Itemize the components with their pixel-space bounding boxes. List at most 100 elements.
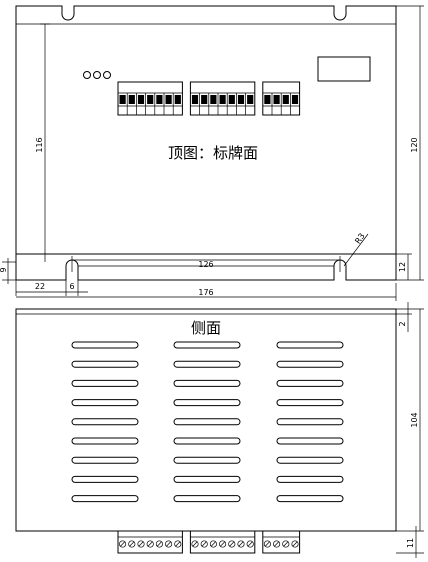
vent-slot (71, 418, 139, 426)
terminal-pin (156, 95, 163, 104)
terminal-pin (174, 95, 181, 104)
terminal-pin (191, 95, 199, 104)
dim-176: 176 (16, 283, 397, 301)
terminal-pin (128, 95, 135, 104)
vent-slot (276, 495, 344, 503)
connector-block (189, 530, 256, 554)
screw-icon (128, 540, 136, 548)
dim-104-label: 104 (410, 412, 419, 427)
terminal-pin (273, 95, 280, 104)
dim-120: 120 (396, 5, 424, 280)
screw-icon (119, 540, 127, 548)
side-view: 侧面 2 104 11 (15, 302, 424, 558)
terminal-block (262, 81, 301, 116)
dim-r3: R3 (343, 232, 369, 267)
terminal-pin (291, 95, 299, 104)
vent-slot (173, 495, 241, 503)
vent-slot (173, 360, 241, 368)
side-view-title: 侧面 (191, 319, 221, 337)
dim-11-label: 11 (406, 538, 415, 548)
screw-icon (137, 540, 145, 548)
screw-icon (219, 540, 227, 548)
screw-icon (291, 540, 299, 548)
screw-icon (174, 540, 182, 548)
dim-9-label: 9 (0, 267, 8, 272)
vent-slot (276, 475, 344, 483)
vent-slots (71, 341, 344, 503)
side-connectors (117, 530, 301, 554)
terminal-pin (147, 95, 154, 104)
dim-2-label: 2 (398, 321, 407, 326)
terminal-pin (165, 95, 172, 104)
screw-icon (191, 540, 199, 548)
dim-22-and-6: 22 6 (15, 270, 88, 296)
screw-icon (155, 540, 163, 548)
connector-block (117, 530, 183, 554)
vent-slot (71, 437, 139, 445)
screw-icon (237, 540, 245, 548)
led-icon (103, 71, 111, 79)
dim-12-label: 12 (398, 262, 407, 272)
vent-slot (173, 437, 241, 445)
vent-slot (276, 341, 344, 349)
screw-icon (209, 540, 217, 548)
vent-slot (173, 475, 241, 483)
vent-slot (173, 379, 241, 387)
terminal-pin (247, 95, 254, 104)
terminal-blocks (117, 81, 301, 116)
vent-slot (276, 379, 344, 387)
vent-slot (71, 379, 139, 387)
terminal-pin (264, 95, 271, 104)
vent-slot (71, 399, 139, 407)
vent-slot (276, 360, 344, 368)
vent-slot (276, 456, 344, 464)
screw-icon (165, 540, 173, 548)
dim-22-label: 22 (35, 282, 45, 291)
vent-slot (71, 456, 139, 464)
dim-11: 11 (396, 526, 424, 558)
led-icon (93, 71, 101, 79)
screw-icon (263, 540, 271, 548)
terminal-block (117, 81, 183, 116)
top-view-title: 顶图：标牌面 (168, 144, 258, 162)
dim-120-label: 120 (410, 137, 419, 152)
vent-slot (276, 437, 344, 445)
terminal-pin (210, 95, 217, 104)
terminal-block (189, 81, 256, 116)
vent-slot (173, 399, 241, 407)
vent-slot (71, 360, 139, 368)
vent-slot (276, 399, 344, 407)
connector-block (262, 530, 301, 554)
terminal-pin (119, 95, 126, 104)
vent-slot (71, 341, 139, 349)
dim-104: 104 (396, 309, 424, 532)
label-plate (317, 56, 371, 82)
screw-icon (200, 540, 208, 548)
vent-slot (173, 456, 241, 464)
dim-12: 12 (396, 253, 424, 281)
dim-r3-label: R3 (353, 232, 366, 246)
screw-icon (246, 540, 254, 548)
indicator-leds (83, 71, 111, 79)
vent-slot (173, 418, 241, 426)
screw-icon (146, 540, 154, 548)
terminal-pin (137, 95, 145, 104)
vent-slot (276, 418, 344, 426)
dim-116-label: 116 (35, 137, 44, 152)
screw-icon (282, 540, 290, 548)
dim-126-label: 126 (198, 260, 213, 269)
top-view: 顶图：标牌面 116 120 12 9 (0, 5, 424, 301)
dim-116: 116 (35, 23, 50, 262)
vent-slot (173, 341, 241, 349)
dim-6-label: 6 (69, 282, 74, 291)
terminal-pin (228, 95, 235, 104)
terminal-pin (282, 95, 289, 104)
terminal-pin (237, 95, 245, 104)
terminal-pin (201, 95, 208, 104)
dim-176-label: 176 (198, 288, 213, 297)
terminal-pin (219, 95, 226, 104)
screw-icon (228, 540, 236, 548)
vent-slot (71, 475, 139, 483)
vent-slot (71, 495, 139, 503)
